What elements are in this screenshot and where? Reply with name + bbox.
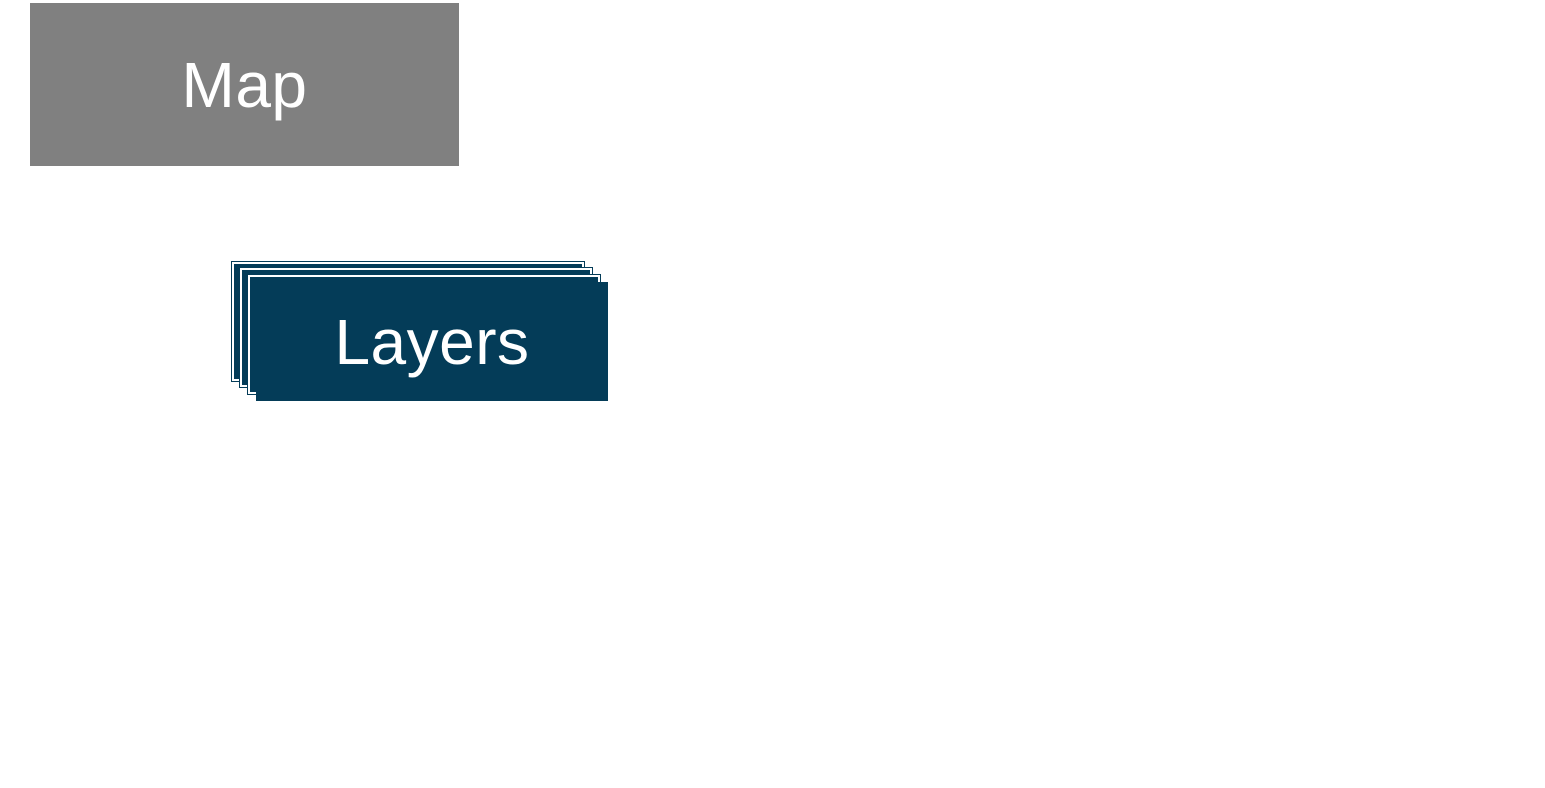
map-box: Map — [30, 3, 459, 166]
map-label: Map — [181, 48, 308, 121]
layers-box: Layers — [256, 282, 608, 401]
layers-label: Layers — [334, 305, 530, 378]
